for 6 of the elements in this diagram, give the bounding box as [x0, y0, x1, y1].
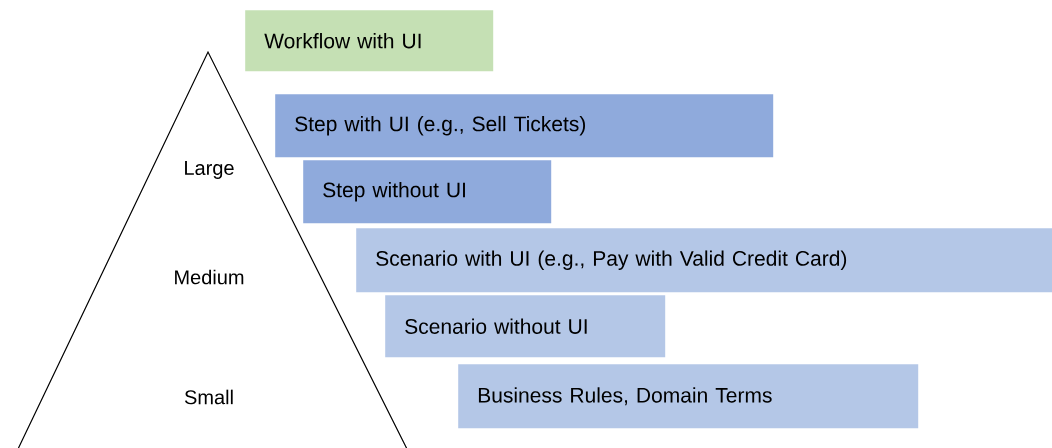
level-box: Step with UI (e.g., Sell Tickets) — [275, 94, 774, 158]
level-box: Step without UI — [303, 160, 552, 224]
level-box: Scenario without UI — [385, 295, 666, 358]
level-box: Scenario with UI (e.g., Pay with Valid Credit Card) — [356, 228, 1052, 293]
level-box: Business Rules, Domain Terms — [458, 364, 919, 429]
level-box: Workflow with UI — [245, 10, 494, 72]
